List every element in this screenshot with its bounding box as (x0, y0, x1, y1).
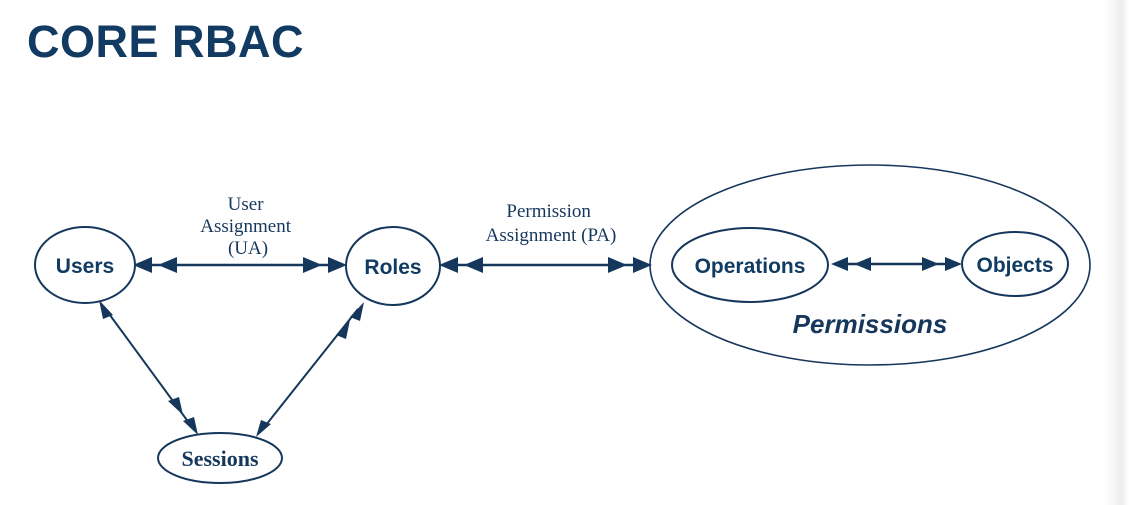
ops-objs-arrowhead-left-outer (831, 257, 848, 271)
sessions-roles-arrowhead-top-outer (350, 302, 364, 321)
operations-node-label: Operations (695, 255, 806, 278)
pa-arrowhead-left-inner (464, 257, 483, 273)
ops-objs-arrowhead-left-inner (854, 257, 871, 271)
ua-edge-label: User Assignment (UA) (200, 194, 296, 259)
ua-label-line-2: Assignment (200, 216, 292, 237)
roles-node-label: Roles (364, 256, 421, 279)
operations-node-shape[interactable] (671, 227, 829, 303)
sessions-node-label: Sessions (181, 446, 258, 471)
permissions-group-label: Permissions (793, 309, 948, 339)
users-node-label: Users (56, 255, 114, 278)
page-title: CORE RBAC (27, 16, 305, 67)
pa-label-line-2: Assignment (PA) (486, 225, 617, 246)
node-operations[interactable]: Operations (671, 227, 829, 303)
users-node-shape[interactable] (34, 226, 136, 304)
sessions-node-shape[interactable] (157, 432, 283, 484)
ua-arrowhead-right-outer (328, 257, 347, 273)
edge-permission-assignment: Permission Assignment (PA) (439, 201, 652, 273)
ua-arrowhead-right-inner (303, 257, 322, 273)
pa-arrowhead-left-outer (439, 257, 458, 273)
sessions-roles-arrowhead-top-inner (336, 320, 350, 339)
sessions-roles-arrowhead-bottom (256, 420, 271, 437)
ops-objs-arrowhead-right-outer (945, 257, 962, 271)
node-users[interactable]: Users (34, 226, 136, 304)
edge-user-assignment: User Assignment (UA) (133, 194, 347, 273)
objects-node-shape[interactable] (961, 231, 1069, 297)
ops-objs-arrowhead-right-inner (922, 257, 939, 271)
ua-label-line-3: (UA) (228, 238, 268, 259)
users-sessions-arrowhead-top (99, 300, 113, 319)
ua-arrowhead-left-outer (133, 257, 152, 273)
roles-node-shape[interactable] (345, 226, 441, 306)
pa-arrowhead-right-outer (633, 257, 652, 273)
pa-edge-label: Permission Assignment (PA) (486, 201, 617, 246)
edge-operations-objects (831, 257, 962, 271)
ua-arrowhead-left-inner (158, 257, 177, 273)
edge-users-sessions (99, 300, 198, 435)
node-sessions[interactable]: Sessions (157, 432, 283, 484)
node-objects[interactable]: Objects (961, 231, 1069, 297)
ua-label-line-1: User (228, 194, 265, 215)
edge-sessions-roles (256, 302, 364, 437)
users-sessions-arrowhead-bottom-inner (168, 397, 183, 415)
users-sessions-arrowhead-bottom-outer (183, 417, 198, 435)
objects-node-label: Objects (976, 254, 1053, 277)
node-roles[interactable]: Roles (345, 226, 441, 306)
pa-arrowhead-right-inner (608, 257, 627, 273)
pa-label-line-1: Permission (506, 201, 591, 222)
